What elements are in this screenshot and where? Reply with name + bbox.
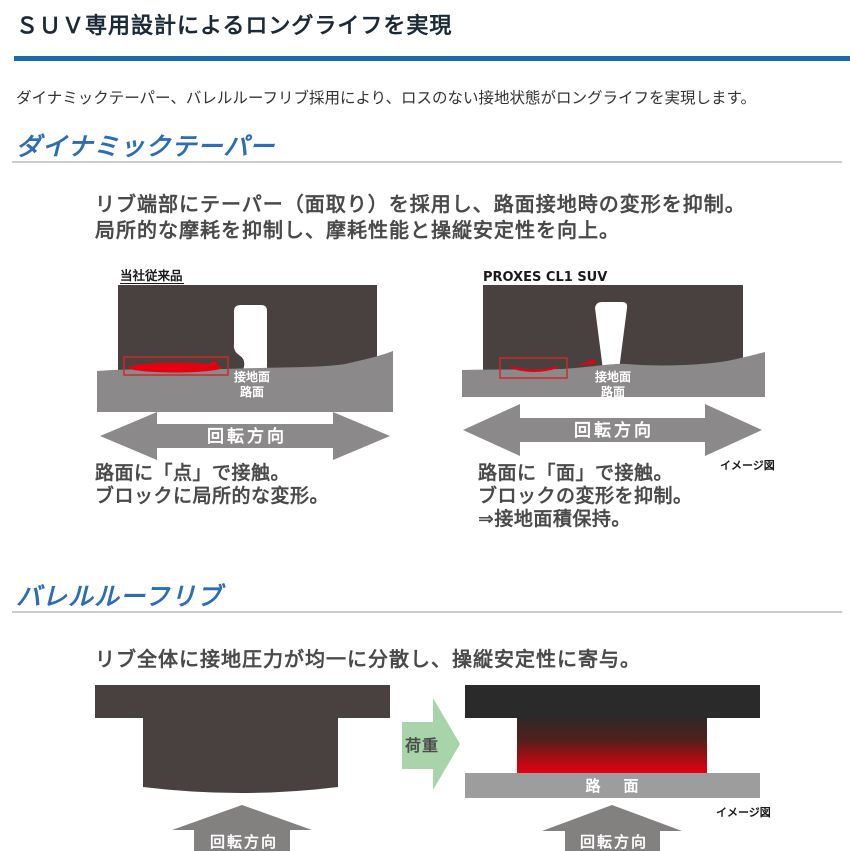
diagram-barrel-rib-loaded: 路 面 回転方向: [465, 685, 760, 851]
load-arrow: 荷重: [402, 698, 460, 790]
barrel-lead-text: リブ全体に接地圧力が均一に分散し、操縦安定性に寄与。: [95, 647, 641, 671]
road-label: 路面: [240, 384, 264, 399]
heading-rule: [12, 161, 842, 163]
diagram-barrel-rib-unloaded: 回転方向: [95, 685, 390, 851]
heading-rule: [12, 611, 842, 613]
rotation-up-arrow: [542, 805, 682, 851]
road-label: 路面: [601, 384, 625, 399]
tread-groove-shape: [233, 305, 267, 370]
road-shape: [462, 352, 765, 397]
rotation-label: 回転方向: [580, 833, 648, 851]
contact-surface-label: 接地面: [234, 369, 270, 384]
caption-line: 路面に「点」で接触。: [95, 462, 291, 484]
tread-base-bar: [95, 685, 390, 718]
diagram-proxes-cl1-suv: PROXES CL1 SUV 接地面 路面 回転方向: [462, 270, 765, 456]
contact-surface-label: 接地面: [595, 369, 631, 384]
taper-lead-text: リブ端部にテーパー（面取り）を採用し、路面接地時の変形を抑制。 局所的な摩耗を抑…: [95, 191, 746, 243]
section-heading-dynamic-taper: ダイナミックテーパー: [16, 132, 276, 161]
barrel-rib-shape: [143, 718, 338, 793]
road-bar: [465, 773, 760, 798]
highlight-box: [123, 356, 229, 376]
image-note: イメージ図: [716, 806, 771, 819]
road-label: 路 面: [585, 777, 642, 795]
rotation-label: 回転方向: [210, 833, 278, 851]
proxes-label: PROXES CL1 SUV: [483, 270, 607, 285]
caption-conventional: 路面に「点」で接触。 ブロックに局所的な変形。: [95, 462, 329, 508]
road-shape: [97, 351, 393, 412]
caption-line: ブロックの変形を抑制。: [478, 485, 693, 507]
conventional-label: 当社従来品: [120, 268, 183, 283]
intro-text: ダイナミックテーパー、バレルルーフリブ採用により、ロスのない接地状態がロングライ…: [16, 89, 756, 107]
title-accent-bar: [14, 56, 850, 61]
contact-stress-dot: [210, 360, 218, 368]
load-arrow-shape: [402, 698, 460, 790]
caption-line: 路面に「面」で接触。: [478, 462, 674, 484]
caption-proxes: 路面に「面」で接触。 ブロックの変形を抑制。 ⇒接地面積保持。: [478, 462, 693, 531]
diagram-conventional-product: 当社従来品 接地面 路面 回転方向: [97, 268, 393, 460]
image-note: イメージ図: [720, 459, 775, 472]
rotation-up-arrow: [172, 805, 312, 851]
taper-lead-line1: リブ端部にテーパー（面取り）を採用し、路面接地時の変形を抑制。: [95, 192, 746, 216]
pressure-block: [517, 718, 707, 773]
section-heading-barrel-roof-rib: バレルルーフリブ: [16, 582, 223, 611]
load-label: 荷重: [405, 736, 439, 755]
rotation-arrow: [100, 412, 390, 460]
caption-line: ブロックに局所的な変形。: [95, 485, 330, 507]
tread-base-bar: [465, 685, 760, 718]
contact-stress-wedge: [577, 359, 595, 365]
rotation-label: 回転方向: [574, 420, 654, 441]
rotation-arrow: [463, 404, 762, 456]
highlight-box: [499, 357, 568, 379]
caption-line: ⇒接地面積保持。: [478, 508, 631, 530]
taper-lead-line2: 局所的な摩耗を抑制し、摩耗性能と操縦安定性を向上。: [95, 218, 620, 242]
rotation-label: 回転方向: [207, 426, 287, 447]
page-title: ＳＵＶ専用設計によるロングライフを実現: [16, 14, 453, 39]
contact-stress-ellipse: [128, 362, 222, 373]
tread-groove-shape: [595, 302, 628, 370]
contact-stress-arc: [510, 366, 558, 372]
